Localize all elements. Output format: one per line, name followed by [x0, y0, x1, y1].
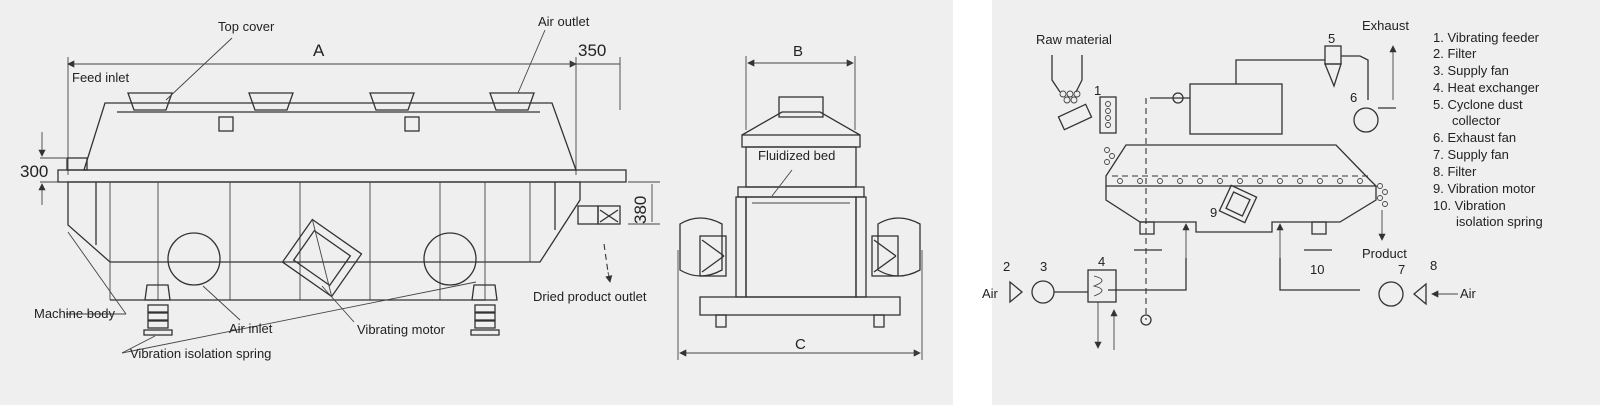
legend-item: 7. Supply fan: [1433, 147, 1509, 162]
label-fluidized-bed: Fluidized bed: [758, 148, 835, 163]
legend-item: collector: [1452, 113, 1501, 128]
legend-item: 1. Vibrating feeder: [1433, 30, 1540, 45]
legend: 1. Vibrating feeder 2. Filter 3. Supply …: [1433, 30, 1543, 229]
legend-item: 2. Filter: [1433, 46, 1477, 61]
dimension-300: 300: [20, 162, 48, 181]
number-10: 10: [1310, 262, 1324, 277]
number-5: 5: [1328, 31, 1335, 46]
right-panel: [992, 0, 1600, 405]
label-feed-inlet: Feed inlet: [72, 70, 129, 85]
label-dried-product-outlet: Dried product outlet: [533, 289, 647, 304]
legend-item: 9. Vibration motor: [1433, 181, 1536, 196]
dimension-350: 350: [578, 41, 606, 60]
label-air-right: Air: [1460, 286, 1477, 301]
dimension-380: 380: [631, 196, 650, 224]
number-4: 4: [1098, 254, 1105, 269]
number-2: 2: [1003, 259, 1010, 274]
label-vibrating-motor: Vibrating motor: [357, 322, 446, 337]
label-top-cover: Top cover: [218, 19, 275, 34]
label-air-left: Air: [982, 286, 999, 301]
label-air-inlet: Air inlet: [229, 321, 273, 336]
legend-item: 8. Filter: [1433, 164, 1477, 179]
label-product: Product: [1362, 246, 1407, 261]
dryer-side-view: [38, 29, 660, 354]
label-machine-body: Machine body: [34, 306, 115, 321]
number-7: 7: [1398, 262, 1405, 277]
process-flow-diagram: [1009, 45, 1458, 350]
dimension-a: A: [313, 41, 325, 60]
legend-item: 10. Vibration: [1433, 198, 1506, 213]
label-vibration-isolation-spring: Vibration isolation spring: [130, 346, 271, 361]
label-air-outlet: Air outlet: [538, 14, 590, 29]
number-1: 1: [1094, 83, 1101, 98]
legend-item: 5. Cyclone dust: [1433, 97, 1523, 112]
number-3: 3: [1040, 259, 1047, 274]
number-6: 6: [1350, 90, 1357, 105]
label-raw-material: Raw material: [1036, 32, 1112, 47]
dimension-c: C: [795, 336, 806, 353]
legend-item: 6. Exhaust fan: [1433, 130, 1516, 145]
dimension-b: B: [793, 43, 803, 60]
legend-item: isolation spring: [1456, 214, 1543, 229]
legend-item: 4. Heat exchanger: [1433, 80, 1540, 95]
number-8: 8: [1430, 258, 1437, 273]
legend-item: 3. Supply fan: [1433, 63, 1509, 78]
dryer-end-view: [677, 56, 923, 360]
left-panel: [0, 0, 953, 405]
label-exhaust: Exhaust: [1362, 18, 1409, 33]
number-9: 9: [1210, 205, 1217, 220]
